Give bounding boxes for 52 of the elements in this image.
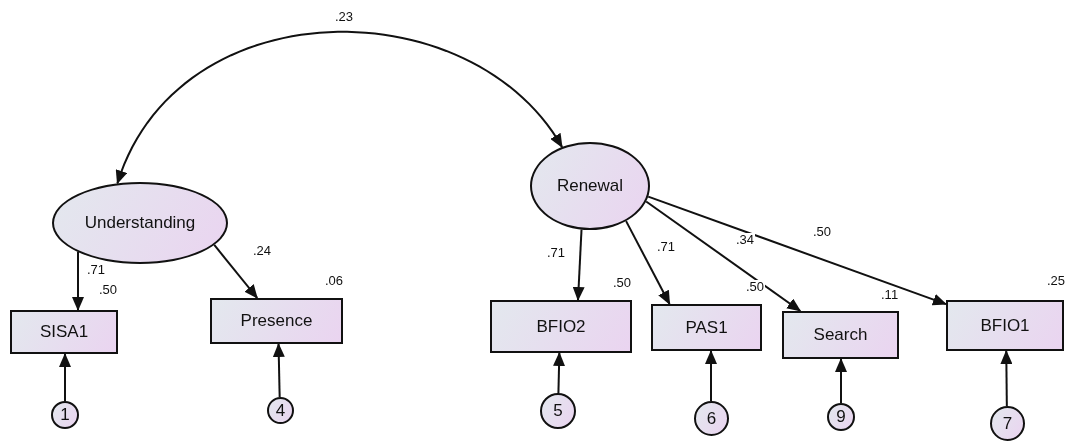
path-arrow: [1000, 350, 1013, 407]
variable-name: 4: [275, 400, 286, 421]
observed-variable-box: [782, 311, 899, 359]
edge-label: .24: [252, 244, 273, 258]
path-arrow: [705, 350, 717, 402]
path-arrow: [647, 195, 947, 306]
path-arrow: [272, 343, 285, 399]
observed-variable-box: [946, 300, 1064, 351]
r-squared-value: .06: [324, 274, 345, 288]
path-arrow: [72, 251, 84, 311]
observed-variable-box: [210, 298, 343, 344]
error-term-circle: [827, 403, 855, 431]
r-squared-value: .50: [612, 276, 633, 290]
edge-label: .34: [735, 233, 756, 247]
path-arrow: [553, 352, 566, 394]
path-arrow: [835, 358, 847, 404]
edge-label: .71: [546, 246, 567, 260]
variable-name: Understanding: [84, 213, 196, 233]
edge-label: .71: [656, 240, 677, 254]
variable-name: 5: [553, 401, 563, 421]
variable-name: Presence: [240, 311, 313, 331]
variable-name: Renewal: [556, 176, 624, 196]
error-term-circle: [694, 401, 729, 436]
error-term-circle: [540, 393, 576, 429]
path-arrow: [213, 244, 259, 299]
variable-name: SISA1: [39, 322, 89, 342]
edge-label: .23: [334, 10, 355, 24]
r-squared-value: .25: [1046, 274, 1067, 288]
variable-name: 7: [1002, 413, 1013, 434]
observed-variable-box: [490, 300, 632, 353]
error-term-circle: [267, 397, 294, 424]
r-squared-value: .50: [98, 283, 119, 297]
observed-variable-box: [651, 304, 762, 351]
path-arrow: [572, 228, 585, 301]
r-squared-value: .50: [745, 280, 766, 294]
covariance-arrow: [115, 30, 564, 185]
variable-name: Search: [813, 325, 868, 345]
error-term-circle: [51, 401, 79, 429]
variable-name: 9: [836, 407, 846, 427]
path-arrow: [625, 220, 671, 305]
observed-variable-box: [10, 310, 118, 354]
edge-label: .71: [86, 263, 107, 277]
r-squared-value: .11: [880, 288, 900, 302]
variable-name: BFIO1: [980, 315, 1030, 336]
variable-name: 6: [706, 408, 717, 429]
edge-label: .50: [812, 225, 833, 239]
error-term-circle: [990, 406, 1025, 441]
variable-name: PAS1: [685, 317, 728, 338]
variable-name: 1: [60, 405, 70, 425]
path-arrow: [645, 200, 802, 312]
path-arrow: [59, 353, 71, 402]
variable-name: BFIO2: [536, 316, 586, 337]
